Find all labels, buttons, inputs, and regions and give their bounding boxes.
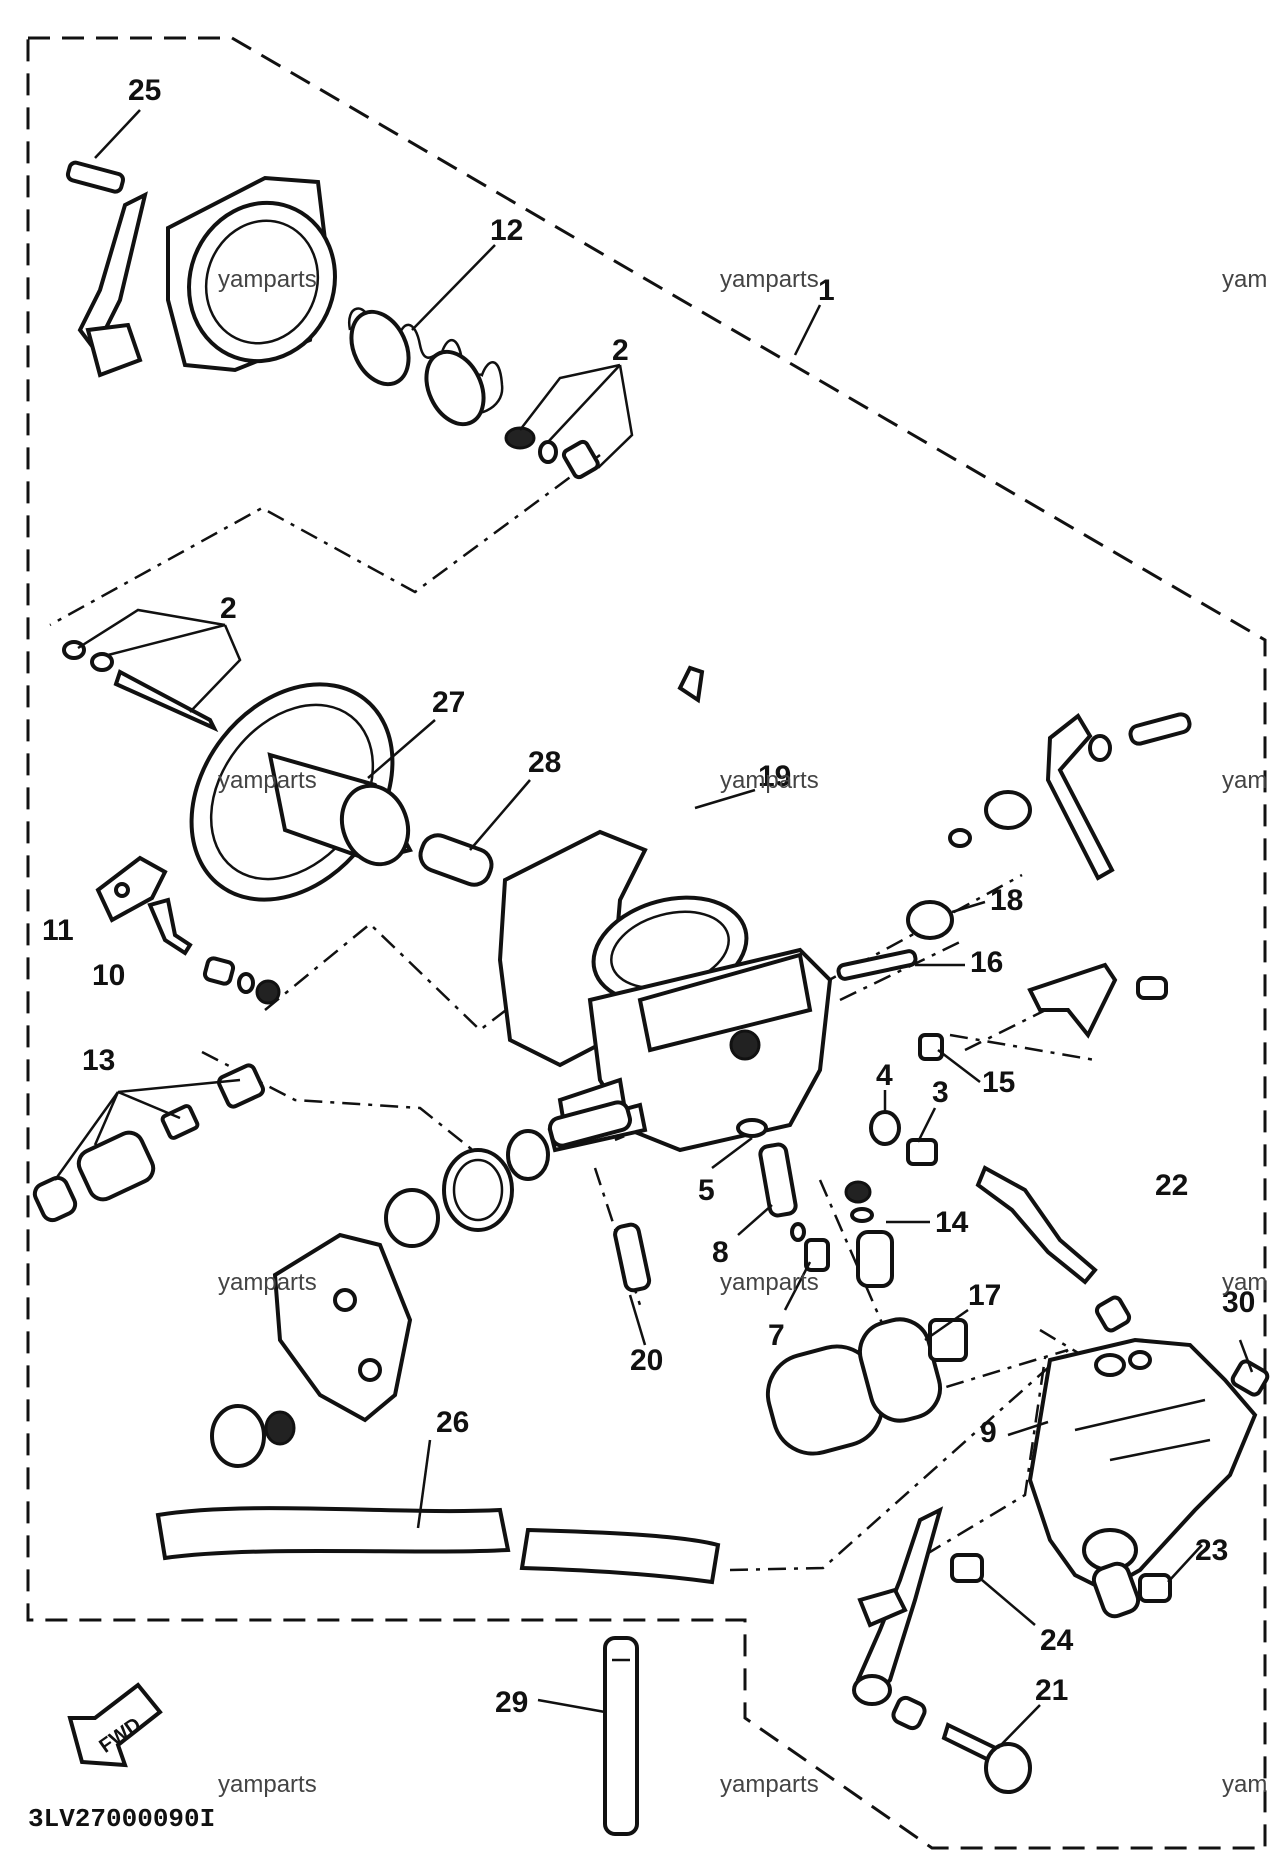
part-17-float <box>765 1317 968 1456</box>
callout-21: 21 <box>1035 1674 1068 1707</box>
part-20-needle-valve <box>613 1222 652 1293</box>
part-throttle-lever-bottom <box>852 1506 944 1706</box>
watermark-text: yamparts <box>218 266 317 293</box>
watermark-text: yam <box>1222 266 1267 293</box>
callouts: 25 12 1 2 2 27 28 19 11 10 18 16 15 4 3 … <box>42 74 1255 1719</box>
part-22-drain-screw <box>975 1165 1132 1333</box>
callout-17: 17 <box>968 1279 1001 1312</box>
watermark-text: yam <box>1222 1771 1267 1798</box>
callout-27: 27 <box>432 686 465 719</box>
watermark-text: yam <box>1222 767 1267 794</box>
callout-25: 25 <box>128 74 161 107</box>
part-18-collar <box>906 900 954 940</box>
part-24-screw <box>950 1553 984 1583</box>
callout-16: 16 <box>970 946 1003 979</box>
part-21-throttle-stop-screw <box>891 1695 1032 1794</box>
part-16-pin <box>836 949 918 981</box>
callout-22: 22 <box>1155 1169 1188 1202</box>
part-30-screw <box>1230 1359 1270 1397</box>
assembly-boundary <box>26 36 1267 1850</box>
part-14-pilot-screw-set <box>844 1180 894 1288</box>
callout-30: 30 <box>1222 1286 1255 1319</box>
watermarks: yamparts yamparts yam yamparts yamparts … <box>218 266 1267 1798</box>
callout-3: 3 <box>932 1076 949 1109</box>
callout-28: 28 <box>528 746 561 779</box>
part-2-needle-set <box>62 640 219 733</box>
callout-18: 18 <box>990 884 1023 917</box>
part-29-tube <box>603 1636 639 1836</box>
part-25-bolt-bracket <box>65 160 148 378</box>
part-3-screw <box>906 1138 938 1166</box>
part-12-spring <box>347 307 504 427</box>
callout-24: 24 <box>1040 1624 1074 1657</box>
callout-7: 7 <box>768 1319 785 1352</box>
callout-14: 14 <box>935 1206 969 1239</box>
part-throttle-lever-top <box>948 712 1192 881</box>
part-throttle-shaft <box>547 1100 633 1148</box>
callout-1: 1 <box>818 274 835 307</box>
callout-2-left: 2 <box>220 592 237 625</box>
callout-15: 15 <box>982 1066 1015 1099</box>
diagram-code: 3LV27000090I <box>28 1804 215 1834</box>
callout-29: 29 <box>495 1686 528 1719</box>
part-cover-plate <box>210 1232 413 1468</box>
callout-11: 11 <box>42 914 74 947</box>
watermark-text: yamparts <box>720 1771 819 1798</box>
callout-9: 9 <box>980 1416 997 1449</box>
part-15-screw <box>918 1033 944 1061</box>
part-26-hose <box>155 1506 721 1585</box>
part-9-float-chamber <box>1027 1337 1258 1619</box>
part-5-oring <box>736 1118 768 1138</box>
callout-13: 13 <box>82 1044 115 1077</box>
callout-4: 4 <box>876 1059 893 1092</box>
part-throttle-return-spring <box>384 1129 550 1248</box>
fwd-arrow-icon <box>67 1682 163 1768</box>
callout-23: 23 <box>1195 1534 1228 1567</box>
part-23-screw <box>1138 1573 1172 1603</box>
part-27-diaphragm-piston <box>189 682 413 902</box>
leader-lines <box>53 109 1254 1749</box>
callout-26: 26 <box>436 1406 469 1439</box>
callout-2-top: 2 <box>612 334 629 367</box>
callout-5: 5 <box>698 1174 715 1207</box>
part-11-plate <box>95 855 168 923</box>
part-8-jet-holder <box>758 1142 798 1218</box>
watermark-text: yamparts <box>218 1771 317 1798</box>
watermark-text: yamparts <box>720 266 819 293</box>
part-13-starter-plunger <box>32 1063 266 1223</box>
part-10-screw-set <box>147 897 281 1005</box>
watermark-text: yamparts <box>720 767 819 794</box>
part-7-main-jet <box>790 1222 830 1272</box>
part-top-cover <box>166 175 337 373</box>
watermark-text: yamparts <box>218 1269 317 1296</box>
watermark-text: yamparts <box>218 767 317 794</box>
part-28-pin <box>418 833 494 887</box>
part-4-washer <box>869 1110 901 1146</box>
callout-20: 20 <box>630 1344 663 1377</box>
callout-12: 12 <box>490 214 523 247</box>
callout-19: 19 <box>758 760 791 793</box>
watermark-text: yam <box>1222 1269 1267 1296</box>
callout-8: 8 <box>712 1236 729 1269</box>
part-1-carburetor-body <box>497 665 833 1153</box>
part-cable-bracket <box>1027 962 1168 1039</box>
callout-10: 10 <box>92 959 125 992</box>
watermark-text: yamparts <box>720 1269 819 1296</box>
